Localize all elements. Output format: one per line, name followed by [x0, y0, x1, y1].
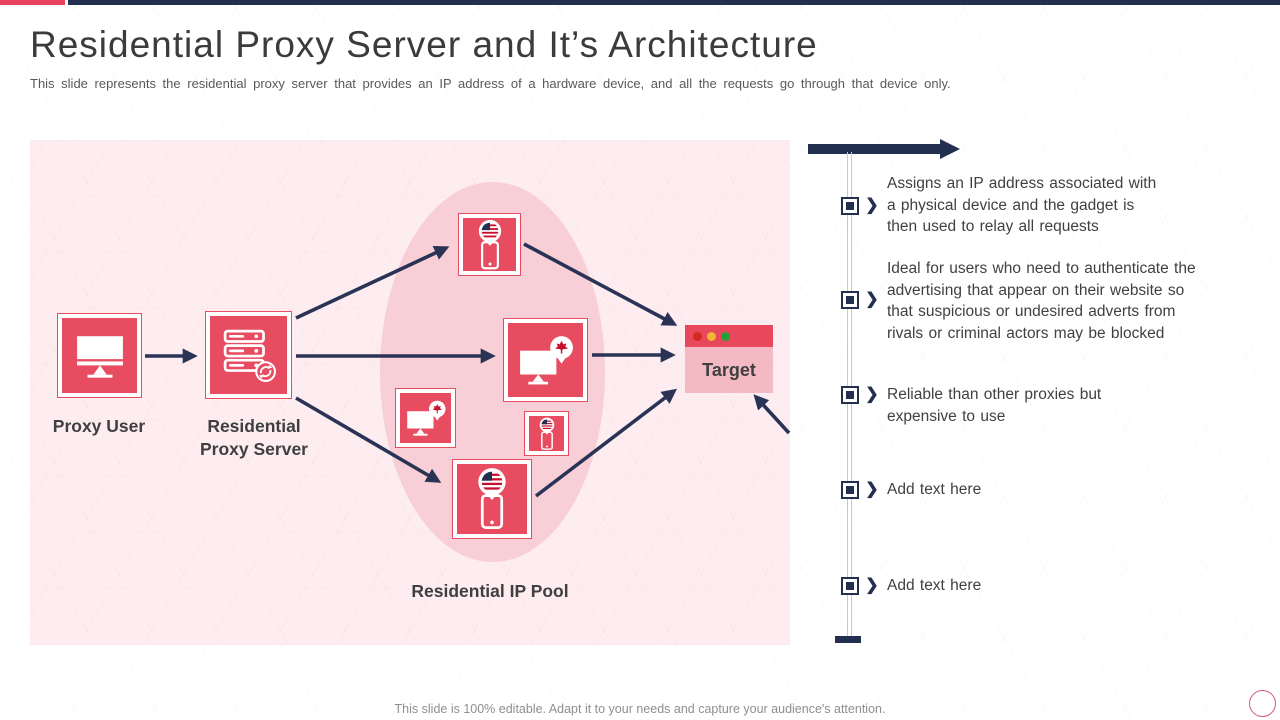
chevron-right-icon: ❯	[865, 197, 879, 214]
window-dot-red-icon	[693, 331, 702, 341]
target-node: Target	[685, 325, 773, 393]
target-titlebar	[685, 325, 773, 347]
residential-proxy-server-node	[205, 311, 292, 399]
timeline-marker	[841, 481, 859, 499]
pool-device-phone-us-bottom	[452, 459, 532, 539]
smartphone-us-flag-pin-icon	[529, 416, 564, 451]
chevron-right-icon: ❯	[865, 386, 879, 403]
pool-device-phone-us-small	[524, 411, 569, 456]
pool-device-phone-us-top	[458, 213, 521, 276]
chevron-right-icon: ❯	[865, 291, 879, 308]
residential-ip-pool-label: Residential IP Pool	[411, 581, 569, 601]
top-accent-bar-navy	[68, 0, 1280, 5]
timeline-top-arrow-icon	[808, 139, 960, 159]
timeline-item-text: Assigns an IP address associated with a …	[887, 175, 1157, 235]
smartphone-us-flag-pin-icon	[457, 464, 527, 534]
timeline-marker	[841, 291, 859, 309]
timeline-item-text: Add text here	[887, 481, 982, 498]
chevron-right-icon: ❯	[865, 481, 879, 498]
proxy-user-label: Proxy User	[52, 416, 146, 436]
server-sync-icon	[210, 316, 287, 394]
footer-note: This slide is 100% editable. Adapt it to…	[394, 702, 886, 716]
proxy-user-node	[57, 313, 142, 398]
timeline-item-text: Add text here	[887, 577, 982, 594]
chevron-right-icon: ❯	[865, 577, 879, 594]
pool-device-monitor-canada	[503, 318, 588, 402]
page-subtitle: This slide represents the residential pr…	[30, 76, 951, 91]
corner-circle-decoration	[1249, 690, 1276, 717]
monitor-canada-leaf-pin-icon	[400, 393, 451, 443]
timeline-terminus-bar	[835, 636, 861, 643]
target-label: Target	[685, 347, 773, 393]
timeline-marker	[841, 577, 859, 595]
window-dot-yellow-icon	[707, 331, 716, 341]
timeline-marker	[841, 386, 859, 404]
window-dot-green-icon	[721, 331, 730, 341]
timeline-item-text: Ideal for users who need to authenticate…	[887, 260, 1196, 342]
pool-device-monitor-canada-small	[395, 388, 456, 448]
desktop-monitor-icon	[62, 318, 137, 393]
monitor-canada-leaf-pin-icon	[508, 323, 583, 397]
top-accent-bar-red	[0, 0, 65, 5]
page-title: Residential Proxy Server and It’s Archit…	[30, 24, 818, 65]
residential-proxy-server-label: Residential Proxy Server	[200, 416, 308, 459]
timeline-item-text: Reliable than other proxies but expensiv…	[887, 386, 1102, 425]
smartphone-us-flag-pin-icon	[463, 218, 516, 271]
timeline-marker	[841, 197, 859, 215]
